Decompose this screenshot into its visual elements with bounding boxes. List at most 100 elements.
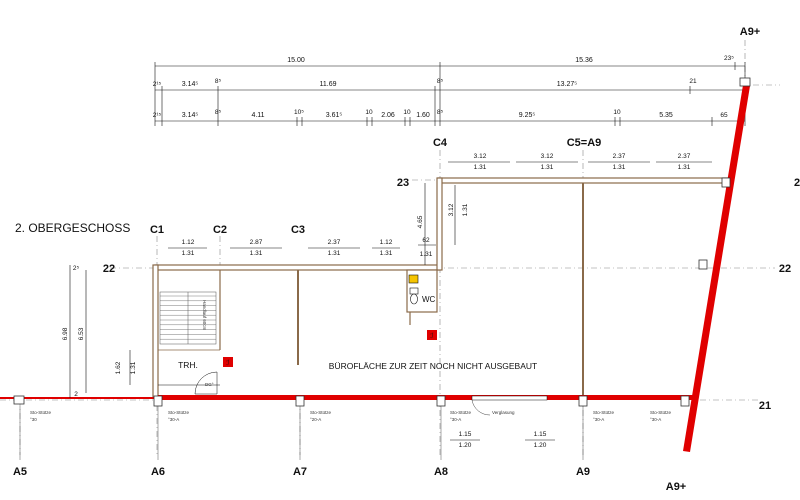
fire-extinguisher-glyph-icon: ℐ [226,359,230,367]
grid-label-a5: A5 [13,466,27,478]
grid-label-c2: C2 [213,224,227,236]
sto-note-a9: Sto-Stütze [593,410,615,415]
grid-label-22-left: 22 [103,263,115,275]
sto-note-a5: Sto-Stütze [30,410,52,415]
window-h-7: 1.31 [613,164,626,171]
sto-size-a9: °30-A [593,417,604,422]
dim-r2-3: 11.69 [320,81,337,88]
dim-r3-3: 4.11 [251,112,264,119]
sto-size-a7: °20-A [310,417,321,422]
floor-title: 2. OBERGESCHOSS [15,221,130,235]
wc-label: WC [422,295,436,304]
axis-markers [19,406,584,460]
fire-extinguisher-glyph-icon: ℐ [430,332,434,340]
column-a9 [578,395,588,407]
dim-r3-9: 1.60 [416,112,430,119]
dim-r3-8: 10 [403,109,411,116]
door-swing [194,371,218,395]
dim-2b: 2 [74,391,78,398]
dim-r2-5: 13.27⁵ [557,81,578,88]
windows [168,161,712,441]
grid-label-2-edge: 2 [794,177,800,189]
dim-2a: 2⁵ [73,265,80,272]
column-a7 [295,395,305,407]
grid-label-a6: A6 [151,466,165,478]
column-a8 [436,395,446,407]
sto-note-a9plus: Sto-Stütze [650,410,672,415]
wall-c4 [436,177,443,271]
grid-label-a7: A7 [293,466,307,478]
grid-labels: C1 C2 C3 C4 C5=A9 A5 A6 A7 A8 A9 A9+ A9+… [13,26,800,493]
glazing-swing [471,399,491,416]
dim-r3-7: 2.06 [381,112,395,119]
window-w-9: 1.15 [459,431,472,438]
grid-label-23: 23 [397,177,409,189]
wall-c1 [152,264,159,399]
stair-treads [160,295,216,340]
window-w-5: 3.12 [474,153,487,160]
grid-label-c4: C4 [433,137,448,149]
dim-653: 6.53 [78,327,85,340]
dim-r3-0: 2¹⁵ [153,112,162,119]
dim-162: 1.62 [115,361,122,374]
fire-extinguisher-icon [223,357,233,367]
dim-r3-12: 10 [613,109,621,116]
wall-top-left [154,264,441,271]
dim-r3-10: 8⁵ [437,109,444,116]
sink [408,274,419,284]
door-note: DG° [205,382,214,387]
window-h-9: 1.20 [459,442,472,449]
wall-top-right [437,177,729,184]
window-w-8: 2.37 [678,153,691,160]
sto-size-a8: °30-A [450,417,461,422]
toilet-tank [409,287,419,295]
fire-extinguisher-icon [427,330,437,340]
wall-facade-slanted [683,85,750,452]
dim-465: 4.65 [417,215,424,228]
column-upper-right [721,177,731,188]
sto-size-a9plus: °30-A [650,417,661,422]
wall-facade-bottom [158,395,695,400]
stair-note: Handlauf 60cm [202,300,207,331]
sto-note-a8: Sto-Stütze [450,410,472,415]
dim-698: 6.98 [62,327,69,340]
grid-label-21: 21 [759,400,771,412]
dim-end: 23⁵ [724,55,734,62]
dim-r3-1: 3.14⁵ [182,112,199,119]
dim-r2-4: 8⁵ [437,78,444,85]
dim-r3-4: 10⁵ [294,109,304,116]
window-h-2: 1.31 [250,250,263,257]
facade-glazing [471,395,548,401]
window-h-3: 1.31 [328,250,341,257]
column-a9plus [680,395,690,407]
grid-label-a8: A8 [434,466,448,478]
column-a5 [13,395,25,405]
column-top [739,77,751,87]
dim-r2-6: 21 [689,78,697,85]
window-w-7: 2.37 [613,153,626,160]
grid-label-22-right: 22 [779,263,791,275]
window-w-2: 2.87 [250,239,263,246]
toilet-icon [408,274,419,305]
dim-r3-14: 65 [720,112,728,119]
window-h-5: 1.31 [474,164,487,171]
dim-62: 62 [422,237,430,244]
sto-size-a6: °30-A [168,417,179,422]
dim-r3-13: 5.35 [659,112,673,119]
dimension-chains [154,62,746,126]
toilet-bowl [410,293,418,305]
column-a6 [153,395,163,407]
window-h-4: 1.31 [380,250,393,257]
dim-r2-2: 8⁵ [215,78,222,85]
window-w-4: 1.12 [380,239,393,246]
grid-label-c3: C3 [291,224,305,236]
window-w-1: 1.12 [182,239,195,246]
side-dimensions [69,183,456,398]
sto-size-a5: °30 [30,417,37,422]
glazing-note: Verglasung [492,410,515,415]
window-h-8: 1.31 [678,164,691,171]
dim-131b: 1.31 [462,203,469,216]
window-w-3: 2.37 [328,239,341,246]
grid-label-a9: A9 [576,466,590,478]
